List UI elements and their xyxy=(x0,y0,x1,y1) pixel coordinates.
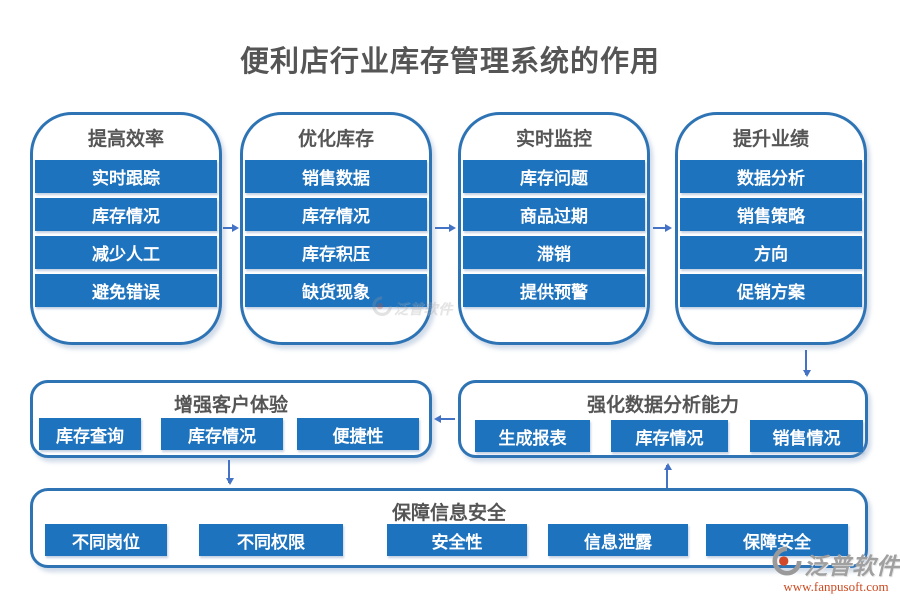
box-information-security: 保障信息安全 不同岗位 不同权限 安全性 信息泄露 保障安全 xyxy=(30,488,868,568)
column-boost-performance: 提升业绩 数据分析 销售策略 方向 促销方案 xyxy=(675,112,867,345)
column-title: 提升业绩 xyxy=(732,129,809,150)
node-pill: 提供预警 xyxy=(463,274,645,307)
watermark-brand: 泛普软件 xyxy=(393,301,454,317)
box-customer-experience: 增强客户体验 库存查询 库存情况 便捷性 xyxy=(30,380,432,458)
node-pill: 库存情况 xyxy=(611,420,728,452)
column-title: 提高效率 xyxy=(87,129,164,150)
node-pill: 安全性 xyxy=(387,524,527,556)
watermark: 泛普软件 www.fanpusoft.com xyxy=(772,546,900,595)
column-title: 实时监控 xyxy=(515,129,592,150)
node-pill: 便捷性 xyxy=(297,418,419,450)
column-optimize-inventory: 优化库存 销售数据 库存情况 库存积压 缺货现象 xyxy=(240,112,432,345)
node-pill: 避免错误 xyxy=(35,274,217,307)
node-pill: 不同权限 xyxy=(199,524,343,556)
node-pill: 实时跟踪 xyxy=(35,160,217,193)
node-pill: 促销方案 xyxy=(680,274,862,307)
fanpu-logo-icon xyxy=(772,546,802,581)
diagram-title: 便利店行业库存管理系统的作用 xyxy=(239,46,660,78)
node-pill: 方向 xyxy=(680,236,862,269)
node-pill: 生成报表 xyxy=(475,420,590,452)
box-title: 保障信息安全 xyxy=(391,503,506,524)
node-pill: 数据分析 xyxy=(680,160,862,193)
arrow-customer-to-security-icon xyxy=(226,460,234,485)
node-pill: 信息泄露 xyxy=(548,524,688,556)
node-pill: 库存查询 xyxy=(39,418,141,450)
node-pill: 库存问题 xyxy=(463,160,645,193)
node-pill: 库存情况 xyxy=(245,198,427,231)
arrow-col4-to-analysis-icon xyxy=(803,350,811,377)
column-improve-efficiency: 提高效率 实时跟踪 库存情况 减少人工 避免错误 xyxy=(30,112,222,345)
node-pill: 销售情况 xyxy=(750,420,863,452)
node-pill: 库存情况 xyxy=(35,198,217,231)
arrow-col2-to-col3-icon xyxy=(435,224,456,232)
arrow-security-to-analysis-icon xyxy=(664,463,672,488)
node-pill: 销售数据 xyxy=(245,160,427,193)
watermark-url: www.fanpusoft.com xyxy=(783,579,889,594)
node-pill: 滞销 xyxy=(463,236,645,269)
arrow-col1-to-col2-icon xyxy=(223,224,239,232)
watermark-brand: 泛普软件 xyxy=(804,552,900,579)
box-title: 强化数据分析能力 xyxy=(586,395,739,416)
arrow-col3-to-col4-icon xyxy=(653,224,672,232)
box-title: 增强客户体验 xyxy=(173,395,288,416)
node-pill: 不同岗位 xyxy=(45,524,167,556)
node-pill: 商品过期 xyxy=(463,198,645,231)
box-data-analysis: 强化数据分析能力 生成报表 库存情况 销售情况 xyxy=(458,380,868,458)
column-realtime-monitor: 实时监控 库存问题 商品过期 滞销 提供预警 xyxy=(458,112,650,345)
node-pill: 销售策略 xyxy=(680,198,862,231)
fanpu-logo-icon xyxy=(372,296,392,320)
node-pill: 缺货现象 xyxy=(245,274,427,307)
node-pill: 库存积压 xyxy=(245,236,427,269)
node-pill: 库存情况 xyxy=(161,418,283,450)
arrow-analysis-to-customer-icon xyxy=(434,415,455,423)
node-pill: 减少人工 xyxy=(35,236,217,269)
watermark-faint: 泛普软件 xyxy=(372,296,453,320)
column-title: 优化库存 xyxy=(297,129,374,150)
